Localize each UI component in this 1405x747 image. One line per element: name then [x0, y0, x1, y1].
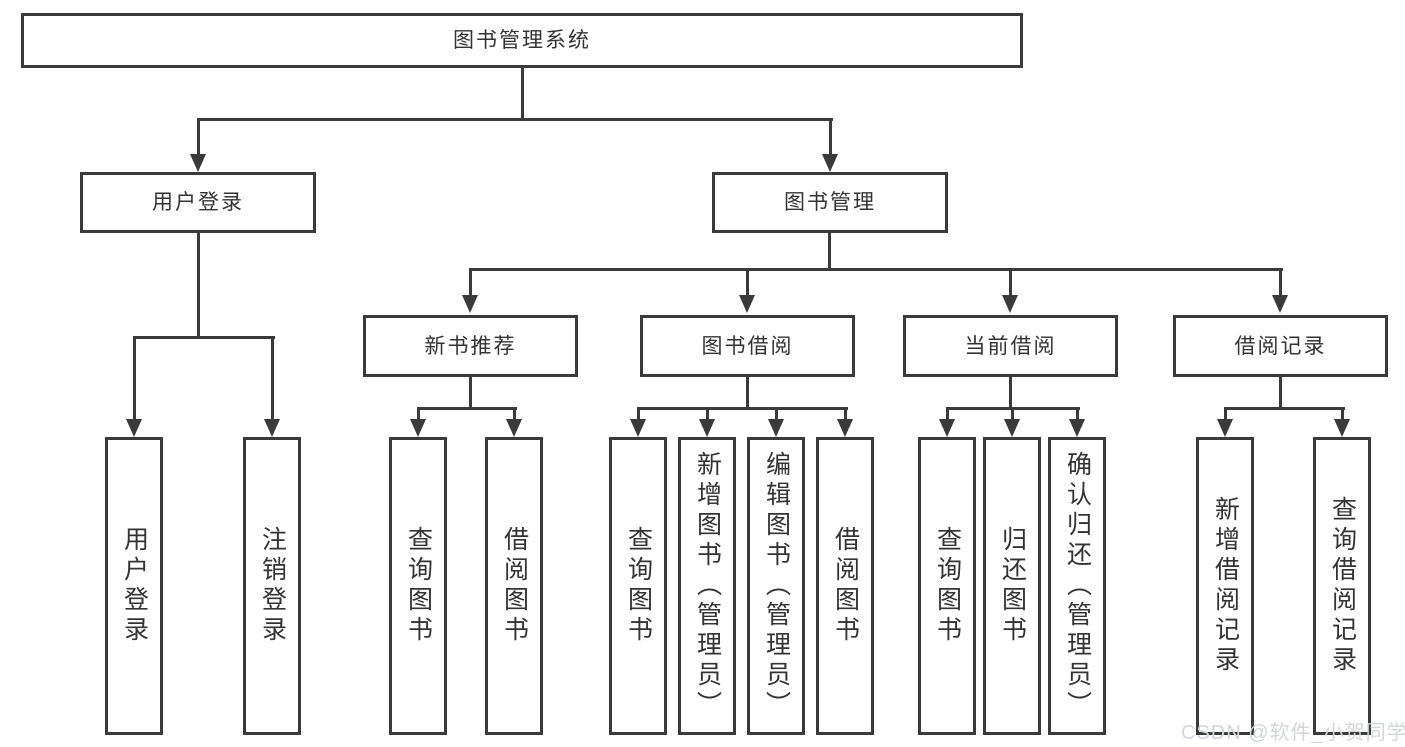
- node-new-book-recommend-label: 新书推荐: [424, 334, 517, 358]
- node-book-management-label: 图书管理: [784, 191, 876, 214]
- connector-to-borrow-query: [637, 407, 640, 421]
- connector-to-current-query: [946, 407, 949, 421]
- node-root: 图书管理系统: [21, 13, 1023, 68]
- connector-to-new-book: [469, 268, 472, 298]
- arrowhead-leaf-logout: [264, 419, 280, 437]
- leaf-borrow-book-label: 借阅图书: [831, 526, 860, 646]
- leaf-current-confirm-admin: 确认归还（管理员）: [1048, 437, 1106, 735]
- connector-to-newbook-borrow: [513, 407, 516, 421]
- connector-borrow-rail: [637, 407, 848, 410]
- connector-to-leaf-logout: [271, 336, 274, 421]
- arrowhead-book-borrow: [739, 295, 755, 313]
- node-book-borrow-label: 图书借阅: [701, 334, 794, 358]
- arrowhead-record-add: [1217, 419, 1233, 437]
- arrowhead-borrow-edit: [768, 419, 784, 437]
- node-book-borrow: 图书借阅: [640, 315, 855, 377]
- leaf-current-confirm-admin-label: 确认归还（管理员）: [1063, 451, 1092, 721]
- connector-management-rail: [469, 268, 1283, 271]
- csdn-watermark: CSDN @软件_小贺同学: [1181, 722, 1405, 744]
- arrowhead-current-confirm: [1069, 419, 1085, 437]
- arrowhead-current-borrow: [1002, 295, 1018, 313]
- leaf-borrow-book: 借阅图书: [816, 437, 874, 735]
- connector-to-book-borrow: [746, 268, 749, 298]
- connector-to-current-return: [1011, 407, 1014, 421]
- connector-to-record-add: [1224, 407, 1227, 421]
- connector-to-leaf-user-login: [133, 336, 136, 421]
- leaf-logout: 注销登录: [243, 437, 301, 735]
- leaf-newbook-borrow: 借阅图书: [485, 437, 543, 735]
- connector-to-newbook-query: [417, 407, 420, 421]
- node-new-book-recommend: 新书推荐: [363, 315, 578, 377]
- arrowhead-current-return: [1004, 419, 1020, 437]
- leaf-borrow-add-admin: 新增图书（管理员）: [678, 437, 736, 735]
- leaf-current-query-label: 查询图书: [933, 526, 962, 646]
- leaf-borrow-query-label: 查询图书: [624, 526, 653, 646]
- leaf-record-query: 查询借阅记录: [1313, 437, 1371, 735]
- arrowhead-book-management: [822, 154, 838, 172]
- node-user-login: 用户登录: [80, 172, 316, 233]
- leaf-user-login: 用户登录: [105, 437, 163, 735]
- leaf-user-login-label: 用户登录: [120, 526, 149, 646]
- leaf-current-query: 查询图书: [918, 437, 976, 735]
- arrowhead-current-query: [939, 419, 955, 437]
- connector-to-book-management: [829, 118, 832, 156]
- connector-to-current-confirm: [1076, 407, 1079, 421]
- connector-to-borrow-book: [844, 407, 847, 421]
- leaf-borrow-add-admin-label: 新增图书（管理员）: [693, 451, 722, 721]
- node-borrow-records-label: 借阅记录: [1234, 334, 1327, 358]
- connector-login-rail: [133, 336, 275, 339]
- connector-borrow-drop: [746, 377, 749, 410]
- leaf-newbook-borrow-label: 借阅图书: [500, 526, 529, 646]
- arrowhead-newbook-query: [410, 419, 426, 437]
- node-borrow-records: 借阅记录: [1173, 315, 1388, 377]
- leaf-logout-label: 注销登录: [258, 526, 287, 646]
- connector-newbook-drop: [469, 377, 472, 410]
- connector-to-borrow-records: [1279, 268, 1282, 298]
- node-current-borrow-label: 当前借阅: [964, 334, 1057, 358]
- leaf-record-add-label: 新增借阅记录: [1211, 496, 1240, 676]
- arrowhead-borrow-add: [699, 419, 715, 437]
- arrowhead-newbook-borrow: [506, 419, 522, 437]
- connector-to-user-login: [197, 118, 200, 156]
- leaf-record-query-label: 查询借阅记录: [1328, 496, 1357, 676]
- connector-to-borrow-add: [706, 407, 709, 421]
- connector-login-drop: [197, 233, 200, 339]
- connector-to-record-query: [1341, 407, 1344, 421]
- connector-current-drop: [1009, 377, 1012, 410]
- arrowhead-borrow-book: [837, 419, 853, 437]
- arrowhead-borrow-records: [1272, 295, 1288, 313]
- arrowhead-borrow-query: [630, 419, 646, 437]
- leaf-newbook-query: 查询图书: [389, 437, 447, 735]
- leaf-borrow-edit-admin-label: 编辑图书（管理员）: [762, 451, 791, 721]
- connector-to-borrow-edit: [775, 407, 778, 421]
- connector-root-rail: [197, 118, 833, 121]
- leaf-newbook-query-label: 查询图书: [404, 526, 433, 646]
- connector-root-drop: [521, 68, 524, 118]
- connector-newbook-rail: [417, 407, 517, 410]
- connector-management-drop: [828, 233, 831, 271]
- leaf-current-return-label: 归还图书: [998, 526, 1027, 646]
- leaf-borrow-query: 查询图书: [609, 437, 667, 735]
- connector-records-drop: [1279, 377, 1282, 410]
- node-current-borrow: 当前借阅: [903, 315, 1118, 377]
- node-root-label: 图书管理系统: [453, 29, 591, 52]
- node-user-login-label: 用户登录: [152, 191, 244, 214]
- connector-records-rail: [1224, 407, 1345, 410]
- arrowhead-new-book: [462, 295, 478, 313]
- leaf-record-add: 新增借阅记录: [1196, 437, 1254, 735]
- arrowhead-record-query: [1334, 419, 1350, 437]
- connector-to-current-borrow: [1009, 268, 1012, 298]
- leaf-current-return: 归还图书: [983, 437, 1041, 735]
- arrowhead-leaf-user-login: [126, 419, 142, 437]
- leaf-borrow-edit-admin: 编辑图书（管理员）: [747, 437, 805, 735]
- node-book-management: 图书管理: [712, 172, 948, 233]
- arrowhead-user-login: [190, 154, 206, 172]
